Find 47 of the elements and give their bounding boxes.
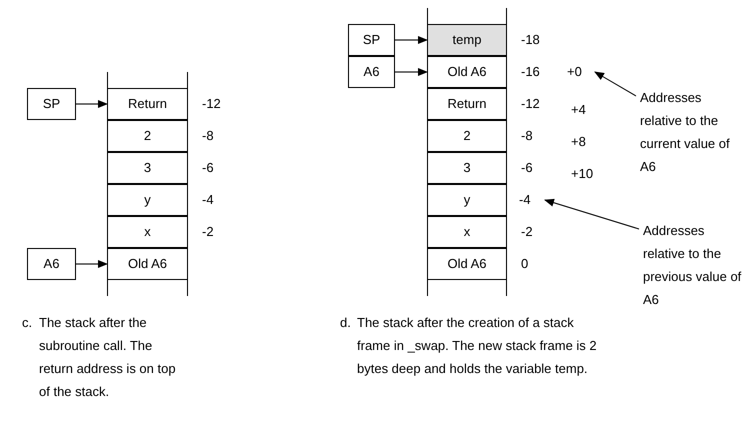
- annotation-text: Addresses relative to the current value of A6: [640, 86, 744, 176]
- stack-cell: 2: [107, 120, 188, 152]
- stack-cell: x: [107, 216, 188, 248]
- stack-cell: 3: [427, 152, 507, 184]
- stack-cell: Old A6: [107, 248, 188, 280]
- address-offset: -12: [202, 95, 221, 113]
- stack-cell: Return: [427, 88, 507, 120]
- address-offset: -6: [202, 159, 214, 177]
- arrow: [76, 100, 108, 108]
- leader-line: [594, 72, 636, 96]
- address-offset: -6: [521, 159, 533, 177]
- annotation-text: Addresses relative to the previous value of A6: [643, 219, 746, 311]
- address-offset: -2: [202, 223, 214, 241]
- address-offset: -12: [521, 95, 540, 113]
- stack-cell: x: [427, 216, 507, 248]
- address-offset: -8: [202, 127, 214, 145]
- caption: The stack after the creation of a stack frame in _swap. The new stack frame is 2 bytes deep and holds the variable temp.: [357, 314, 598, 378]
- stack-cell: y: [107, 184, 188, 216]
- arrow: [76, 260, 108, 268]
- address-offset: 0: [521, 255, 528, 273]
- register-box: SP: [27, 88, 76, 120]
- caption: The stack after the subroutine call. The return address is on top of the stack.: [39, 314, 177, 401]
- address-offset: -2: [521, 223, 533, 241]
- address-offset: -4: [519, 190, 543, 210]
- caption-letter: c.: [22, 314, 32, 332]
- register-box: SP: [348, 24, 395, 56]
- stack-cell: temp: [427, 24, 507, 56]
- stack-cell: Return: [107, 88, 188, 120]
- arrow: [394, 36, 428, 44]
- address-offset: -16: [521, 63, 540, 81]
- address-offset: +8: [571, 133, 586, 151]
- stack-cell: 2: [427, 120, 507, 152]
- leader-line: [544, 198, 640, 230]
- stack-cell: Old A6: [427, 56, 507, 88]
- arrow: [394, 68, 428, 76]
- stack-cell: 3: [107, 152, 188, 184]
- address-offset: +4: [571, 101, 586, 119]
- address-offset: -4: [202, 191, 214, 209]
- address-offset: -18: [521, 31, 540, 49]
- address-offset: -8: [521, 127, 533, 145]
- caption-letter: d.: [340, 314, 351, 332]
- register-box: A6: [348, 56, 395, 88]
- stack-cell: Old A6: [427, 248, 507, 280]
- register-box: A6: [27, 248, 76, 280]
- stack-cell: y: [427, 184, 507, 216]
- address-offset: +0: [567, 62, 593, 82]
- address-offset: +10: [571, 165, 594, 183]
